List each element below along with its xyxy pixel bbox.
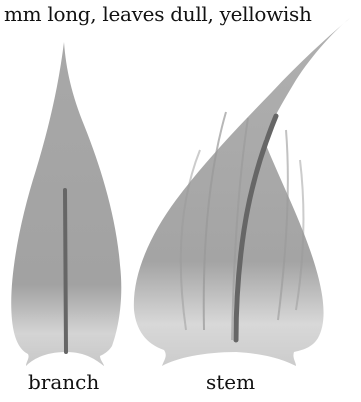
stem-leaf-blade bbox=[134, 18, 350, 366]
branch-leaf bbox=[11, 42, 121, 366]
stem-label: stem bbox=[206, 368, 255, 396]
branch-label: branch bbox=[28, 368, 99, 396]
stem-leaf bbox=[134, 18, 350, 366]
branch-leaf-midrib bbox=[65, 190, 66, 352]
